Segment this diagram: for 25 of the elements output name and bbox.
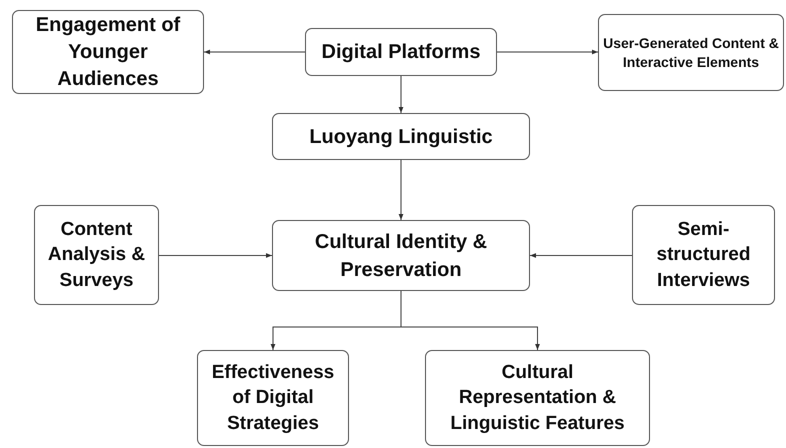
arrow: [530, 253, 632, 258]
process-box: [272, 113, 530, 160]
box-label: Content Analysis & Surveys: [46, 218, 146, 293]
arrow: [398, 76, 404, 114]
box-label: Cultural Identity & Preservation: [314, 230, 488, 282]
box-label: Effectiveness of Digital Strategies: [210, 360, 336, 436]
box-label: User-Generated Content & Interactive Elements: [603, 34, 779, 72]
process-box: [425, 350, 650, 446]
arrow: [496, 50, 598, 54]
box-label: Engagement of Younger Audiences: [34, 12, 182, 92]
process-box: [34, 205, 159, 305]
process-box: [272, 220, 530, 291]
process-box: [598, 14, 784, 91]
box-label: Cultural Representation & Linguistic Features: [449, 360, 626, 436]
process-box: [197, 350, 349, 446]
arrow: [400, 290, 540, 350]
process-box: [12, 10, 204, 94]
box-label: Luoyang Linguistic: [309, 124, 493, 148]
arrow: [158, 253, 272, 258]
process-box: [632, 205, 775, 305]
process-box: [305, 28, 497, 76]
box-label: Semi-structured Interviews: [656, 218, 752, 293]
arrow: [204, 50, 306, 54]
box-label: Digital Platforms: [322, 40, 480, 64]
arrow: [398, 160, 404, 220]
